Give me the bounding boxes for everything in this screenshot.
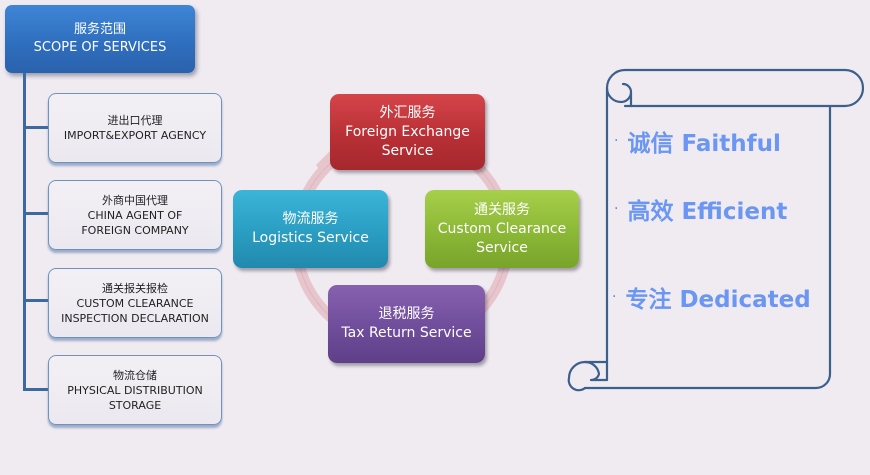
value-dedicated: · 专注 Dedicated [612,280,811,314]
scroll-banner [567,68,865,392]
scope-title-en: SCOPE OF SERVICES [33,40,167,55]
scope-item-en: PHYSICAL DISTRIBUTION [67,383,203,397]
scope-item-en: CUSTOM CLEARANCE [76,296,194,310]
scope-item-cn: 通关报关报检 [102,281,168,295]
scope-item-en: CHINA AGENT OF [87,208,183,222]
scope-item-physical-distribution: 物流仓储 PHYSICAL DISTRIBUTION STORAGE [48,355,222,425]
service-en: Service [476,239,528,256]
bullet-icon: · [612,289,617,305]
bullet-icon: · [614,201,619,217]
scope-item-china-agent: 外商中国代理 CHINA AGENT OF FOREIGN COMPANY [48,180,222,250]
service-en: Logistics Service [252,230,369,246]
cycle-arrowhead-icon [316,147,334,173]
bullet-icon: · [614,133,619,149]
scope-item-en: STORAGE [108,398,162,412]
value-faithful: · 诚信 Faithful [614,124,781,158]
value-text: 专注 Dedicated [625,287,811,313]
service-cn: 退税服务 [378,306,435,322]
scope-item-en: INSPECTION DECLARATION [61,311,209,325]
service-en: Foreign Exchange [345,123,470,140]
tree-branch-line [23,299,49,302]
tree-branch-line [23,126,49,129]
tree-branch-line [23,388,49,391]
service-cn: 外汇服务 [379,104,436,121]
value-efficient: · 高效 Efficient [614,192,787,226]
scope-title-cn: 服务范围 [73,22,126,37]
service-en: Tax Return Service [341,325,472,341]
service-cn: 通关服务 [474,201,530,218]
service-custom-clearance: 通关服务 Custom Clearance Service [425,190,579,268]
service-cn: 物流服务 [282,211,339,227]
scope-item-cn: 外商中国代理 [102,193,168,207]
scope-item-import-export: 进出口代理 IMPORT&EXPORT AGENCY [48,93,222,163]
tree-branch-line [23,212,49,215]
value-text: 高效 Efficient [627,199,788,225]
scope-item-cn: 进出口代理 [107,114,163,127]
scope-item-en: FOREIGN COMPANY [81,223,189,237]
service-en: Service [381,142,434,159]
tree-trunk-line [23,73,26,391]
service-tax-return: 退税服务 Tax Return Service [328,285,485,363]
service-en: Custom Clearance [437,220,567,237]
scope-item-cn: 物流仓储 [113,368,157,382]
service-foreign-exchange: 外汇服务 Foreign Exchange Service [330,94,485,170]
scope-item-custom-clearance: 通关报关报检 CUSTOM CLEARANCE INSPECTION DECLA… [48,268,222,338]
service-logistics: 物流服务 Logistics Service [233,190,388,268]
scope-of-services-header: 服务范围 SCOPE OF SERVICES [5,5,195,73]
scope-item-en: IMPORT&EXPORT AGENCY [63,129,207,142]
value-text: 诚信 Faithful [627,131,781,157]
